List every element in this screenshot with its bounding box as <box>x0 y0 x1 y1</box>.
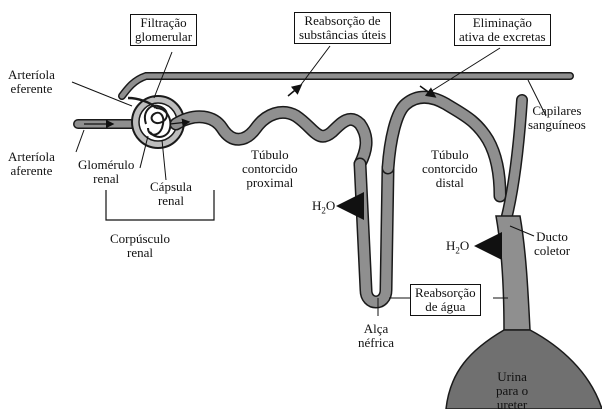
label-corpuscle-line2: renal <box>110 246 170 260</box>
label-duct-line1: Ducto <box>534 230 570 244</box>
label-afferent-line2: aferente <box>8 164 55 178</box>
label-urine-line1: Urina <box>496 370 528 384</box>
label-distal-line1: Túbulo <box>422 148 478 162</box>
label-proximal-line2: contorcido <box>242 162 298 176</box>
label-urine-line2: para o <box>496 384 528 398</box>
box-elimination-line1: Eliminação <box>459 16 546 30</box>
label-capsule-line1: Cápsula <box>150 180 192 194</box>
label-loop: Alça néfrica <box>358 322 394 350</box>
label-efferent-line2: eferente <box>8 82 55 96</box>
label-distal-line2: contorcido <box>422 162 478 176</box>
label-capsule: Cápsula renal <box>150 180 192 208</box>
h2o-duct-tail: O <box>460 238 469 253</box>
label-urine-line3: ureter <box>496 398 528 409</box>
label-glomerulus: Glomérulo renal <box>78 158 134 186</box>
label-proximal-line3: proximal <box>242 176 298 190</box>
h2o-duct-base: H <box>446 238 455 253</box>
label-efferent-line1: Arteríola <box>8 68 55 82</box>
label-distal-line3: distal <box>422 176 478 190</box>
label-capillaries: Capilares sanguíneos <box>528 104 586 132</box>
box-filtration: Filtração glomerular <box>130 14 197 46</box>
label-collecting-duct: Ducto coletor <box>534 230 570 258</box>
label-capillaries-line2: sanguíneos <box>528 118 586 132</box>
label-glomerulus-line1: Glomérulo <box>78 158 134 172</box>
box-elimination: Eliminação ativa de excretas <box>454 14 551 46</box>
h2o-loop-base: H <box>312 198 321 213</box>
h2o-loop-tail: O <box>326 198 335 213</box>
label-h2o-loop: H2O <box>312 198 335 216</box>
label-proximal-tubule: Túbulo contorcido proximal <box>242 148 298 190</box>
box-reabsorption-line2: substâncias úteis <box>299 28 386 42</box>
label-afferent-line1: Arteríola <box>8 150 55 164</box>
box-reabsorption-line1: Reabsorção de <box>299 14 386 28</box>
label-loop-line1: Alça <box>358 322 394 336</box>
label-duct-line2: coletor <box>534 244 570 258</box>
reabsorption-arrow <box>288 86 300 96</box>
nephron-loop <box>360 164 388 302</box>
blood-capillary <box>122 76 570 96</box>
box-water-line1: Reabsorção <box>415 286 476 300</box>
label-h2o-duct: H2O <box>446 238 469 256</box>
box-filtration-line2: glomerular <box>135 30 192 44</box>
box-elimination-line2: ativa de excretas <box>459 30 546 44</box>
box-filtration-line1: Filtração <box>135 16 192 30</box>
label-renal-corpuscle: Corpúsculo renal <box>110 232 170 260</box>
collecting-duct <box>446 100 602 409</box>
box-water-reabsorption: Reabsorção de água <box>410 284 481 316</box>
label-corpuscle-line1: Corpúsculo <box>110 232 170 246</box>
box-reabsorption-useful: Reabsorção de substâncias úteis <box>294 12 391 44</box>
label-capillaries-line1: Capilares <box>528 104 586 118</box>
label-proximal-line1: Túbulo <box>242 148 298 162</box>
label-glomerulus-line2: renal <box>78 172 134 186</box>
box-water-line2: de água <box>415 300 476 314</box>
label-capsule-line2: renal <box>150 194 192 208</box>
label-efferent-arteriole: Arteríola eferente <box>8 68 55 96</box>
label-afferent-arteriole: Arteríola aferente <box>8 150 55 178</box>
label-loop-line2: néfrica <box>358 336 394 350</box>
label-urine: Urina para o ureter <box>496 370 528 409</box>
label-distal-tubule: Túbulo contorcido distal <box>422 148 478 190</box>
